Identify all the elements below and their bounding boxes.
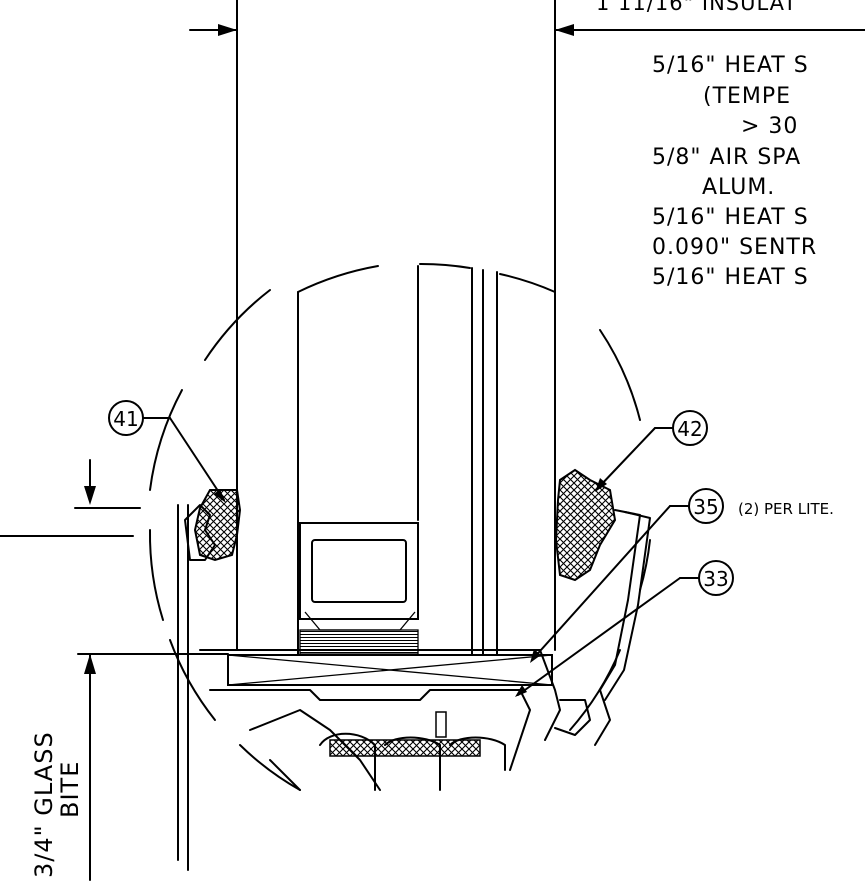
callout-41: 41 — [108, 400, 226, 503]
spec-note-3: > 30 — [741, 114, 798, 139]
callout-33-label: 33 — [703, 567, 728, 591]
spec-note-8: 5/16" HEAT S — [652, 265, 809, 290]
spec-note-7: 0.090" SENTR — [652, 235, 817, 260]
callout-35-note: (2) PER LITE. — [738, 500, 834, 518]
callout-33: 33 — [515, 560, 734, 697]
arrowhead-down-icon — [84, 486, 96, 505]
callout-35: 35 (2) PER LITE. — [530, 488, 834, 663]
aluminum-spacer — [299, 522, 419, 655]
callout-42: 42 — [595, 410, 708, 492]
spec-note-4: 5/8" AIR SPA — [652, 145, 801, 170]
glass-bite-line1: 3/4" GLASS — [30, 731, 58, 878]
setting-block — [227, 654, 553, 686]
spec-note-2: (TEMPE — [703, 84, 791, 109]
glass-bite-line2: BITE — [56, 761, 84, 818]
spec-note-1: 5/16" HEAT S — [652, 53, 809, 78]
gasket-41 — [177, 489, 242, 871]
gasket-42 — [554, 468, 651, 701]
arrowhead-left-icon — [218, 24, 237, 36]
header-note: 1 11/16" INSULAT — [596, 0, 797, 15]
spec-note-6: 5/16" HEAT S — [652, 205, 809, 230]
glass-lites — [297, 265, 498, 661]
top-dimension: 1 11/16" INSULAT — [189, 0, 865, 651]
callout-35-label: 35 — [693, 495, 718, 519]
spec-notes: 5/16" HEAT S (TEMPE > 30 5/8" AIR SPA AL… — [652, 53, 817, 290]
left-dimension — [0, 459, 229, 881]
arrowhead-up-icon — [84, 654, 96, 674]
callout-41-label: 41 — [113, 407, 138, 431]
arrowhead-right-icon — [555, 24, 574, 36]
glass-bite-label: 3/4" GLASS BITE — [30, 731, 84, 878]
frame-section — [199, 649, 611, 791]
spec-note-5: ALUM. — [702, 175, 775, 200]
callout-42-label: 42 — [677, 417, 702, 441]
